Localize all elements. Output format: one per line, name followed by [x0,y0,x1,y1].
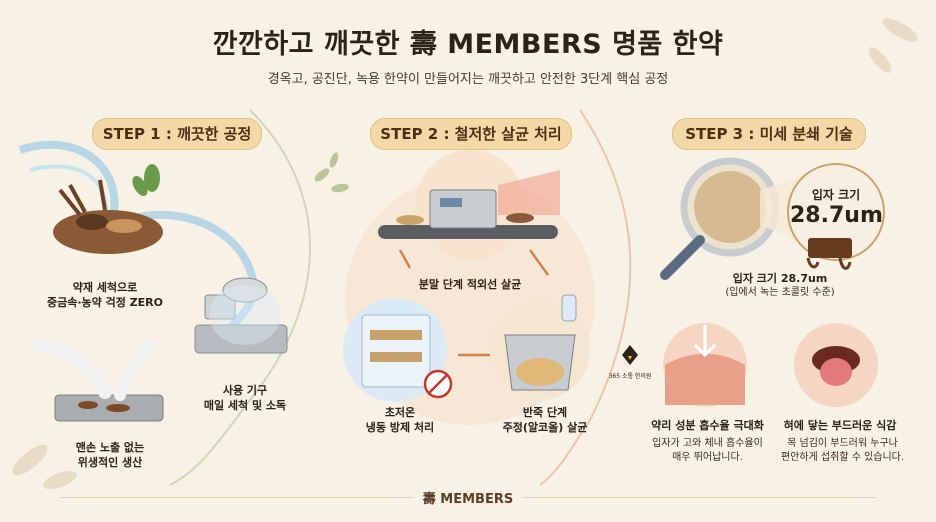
leaf-sprig-icon [314,152,349,193]
hands-caption-line1: 맨손 노출 없는 [75,441,145,454]
page-subtitle: 경옥고, 공진단, 녹용 한약이 만들어지는 깨끗하고 안전한 3단계 핵심 공… [267,72,669,87]
freeze-caption-line2: 냉동 방제 처리 [365,421,435,434]
clinic-logo-text: 365 소통 한의원 [608,373,652,380]
size-subcaption: (입에서 녹는 초콜릿 수준) [725,287,835,298]
absorb-desc-line2: 매우 뛰어납니다. [672,452,743,463]
page-title: 깐깐하고 깨끗한 壽 MEMBERS 명품 한약 [212,29,724,60]
size-caption: 입자 크기 28.7um [732,272,828,285]
herbs-caption-line2: 중금속·농약 걱정 ZERO [47,296,163,309]
tools-caption-line1: 사용 기구 [222,384,268,397]
uv-caption: 분말 단계 적외선 살균 [418,278,522,291]
absorb-desc-line1: 입자가 고와 체내 흡수율이 [652,438,763,449]
clinic-logo-icon [622,345,638,365]
tongue-desc-line1: 목 넘김이 부드러워 누구나 [787,438,898,449]
tools-caption-line2: 매일 세척 및 소독 [203,399,287,412]
step1-herbs-caption: 약재 세척으로 중금속·농약 걱정 ZERO [30,280,180,310]
step3-badge: STEP 3 : 미세 분쇄 기술 [672,118,866,150]
particle-label: 입자 크기 [811,188,861,202]
step1-tools-caption: 사용 기구 매일 세척 및 소독 [175,383,315,413]
alcohol-caption: 반죽 단계 주정(알코올) 살균 [485,405,605,435]
step2-badge: STEP 2 : 철저한 살균 처리 [370,118,572,150]
freeze-caption-line1: 초저온 [384,406,416,419]
hands-caption-line2: 위생적인 생산 [77,456,143,469]
tongue-desc: 목 넘김이 부드러워 누구나 편안하게 섭취할 수 있습니다. [765,437,920,465]
step1-hands-caption: 맨손 노출 없는 위생적인 생산 [40,440,180,470]
absorb-desc: 입자가 고와 체내 흡수율이 매우 뛰어납니다. [640,437,775,465]
herbs-caption-line1: 약재 세척으로 [72,281,138,294]
alcohol-caption-line1: 반죽 단계 [522,406,568,419]
footer-brand: 壽 MEMBERS [0,488,936,507]
freeze-caption: 초저온 냉동 방제 처리 [345,405,455,435]
tongue-title: 혀에 닿는 부드러운 식감 [783,419,897,432]
footer-brand-text: 壽 MEMBERS [412,492,524,507]
particle-value: 28.7um [790,203,883,228]
tongue-desc-line2: 편안하게 섭취할 수 있습니다. [780,452,905,463]
absorb-title: 약리 성분 흡수율 극대화 [651,419,764,432]
step1-badge: STEP 1 : 깨끗한 공정 [92,118,262,150]
alcohol-caption-line2: 주정(알코올) 살균 [502,421,588,434]
